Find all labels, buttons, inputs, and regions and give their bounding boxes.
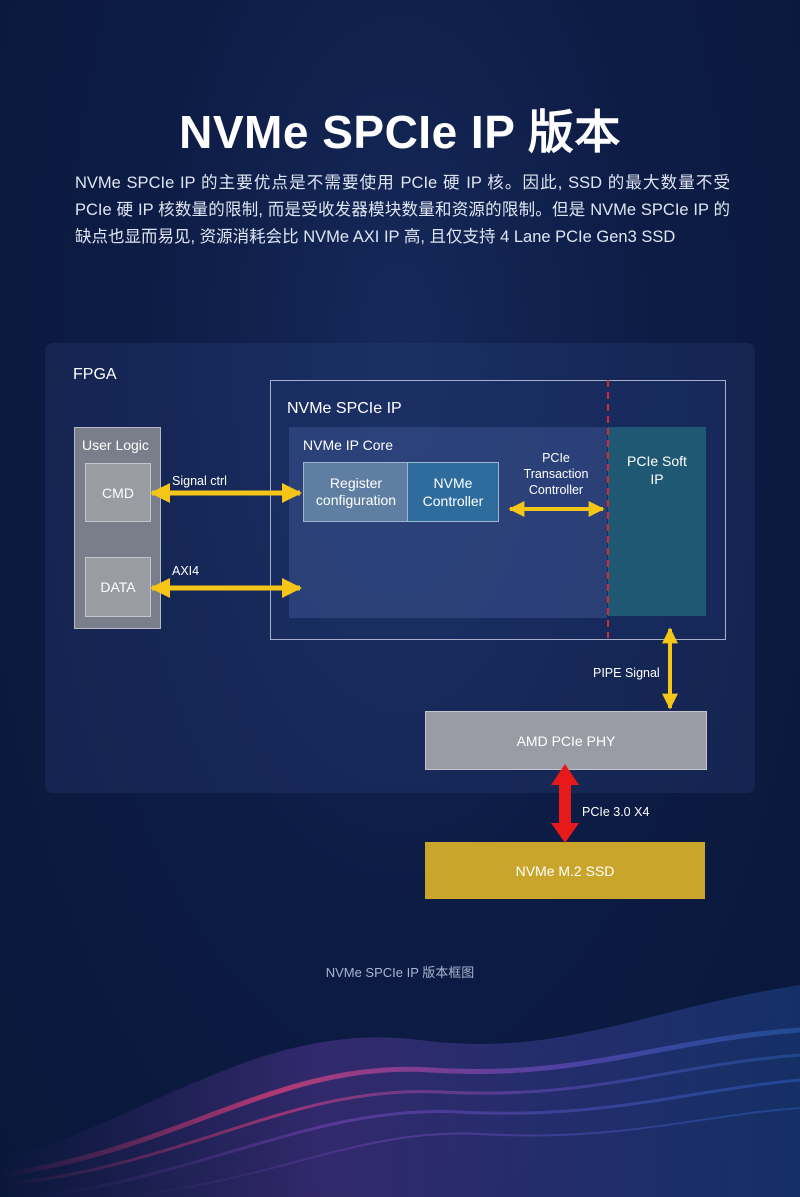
data-label: DATA [100,579,136,595]
nvme-controller-box: NVMe Controller [407,462,499,522]
nvme-ssd-label: NVMe M.2 SSD [515,862,615,879]
axi4-label: AXI4 [172,564,200,578]
pcie-link-label: PCIe 3.0 X4 [582,805,650,819]
figure-caption: NVMe SPCIe IP 版本框图 [325,965,475,980]
data-box: DATA [85,557,151,617]
pcie-soft-ip-label: PCIe Soft IP [627,453,687,487]
transaction-controller-label: PCIe Transaction Controller [523,451,589,497]
user-logic-label: User Logic [82,437,149,453]
cmd-label: CMD [102,484,134,501]
pcie-link-arrow [551,764,579,843]
ip-core-area [289,427,607,618]
ip-core-label: NVMe IP Core [303,437,393,453]
page-title: NVMe SPCIe IP 版本 [179,106,621,158]
nvme-controller-label: NVMe Controller [422,475,484,509]
pcie-soft-ip-block [608,427,706,616]
fpga-label: FPGA [73,366,117,383]
amd-pcie-phy-block: AMD PCIe PHY [425,711,707,770]
pipe-signal-label: PIPE Signal [593,666,660,680]
amd-pcie-phy-label: AMD PCIe PHY [516,732,616,749]
spcie-ip-label: NVMe SPCIe IP [287,400,402,417]
intro-paragraph: NVMe SPCIe IP 的主要优点是不需要使用 PCIe 硬 IP 核。因此… [75,174,730,246]
register-configuration-label: Register configuration [315,475,397,508]
nvme-ssd-block: NVMe M.2 SSD [425,842,705,899]
register-configuration-box: Register configuration [303,462,409,522]
